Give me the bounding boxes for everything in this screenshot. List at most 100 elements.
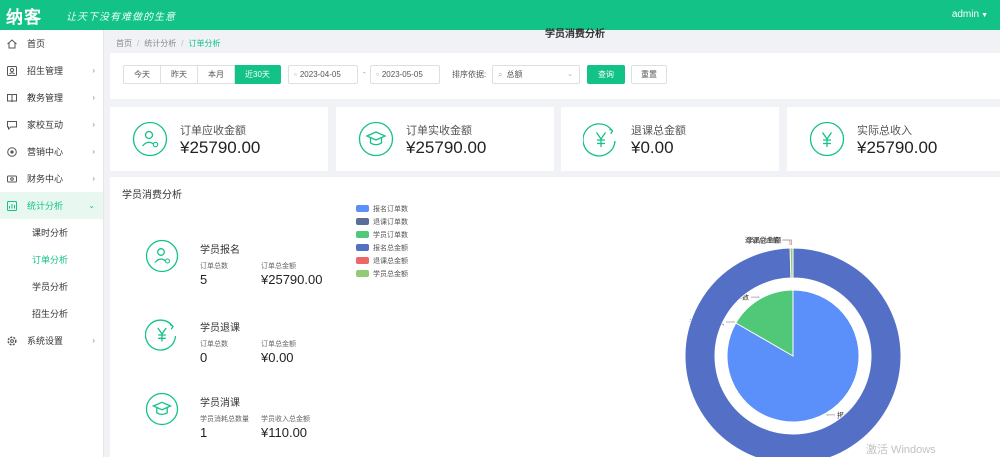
legend-swatch (356, 244, 369, 251)
legend-label: 退课订单数 (373, 218, 408, 226)
range-month-button[interactable]: 本月 (198, 65, 235, 84)
chevron-right-icon: › (92, 174, 95, 183)
sidebar-item-label: 首页 (27, 39, 46, 49)
sidebar-subitem-student-analysis[interactable]: 学员分析 (32, 282, 69, 292)
breadcrumb-home[interactable]: 首页 (116, 39, 132, 48)
stat-value: ¥0.00 (261, 350, 294, 365)
filter-toolbar: 今天 昨天 本月 近30天 ▫2023-04-05 - ▫2023-05-05 … (110, 53, 1000, 99)
label-leader-line (826, 414, 835, 416)
chevron-right-icon: › (92, 120, 95, 129)
card-label: 订单应收金额 (180, 125, 246, 137)
sidebar-subitem-order-analysis[interactable]: 订单分析 (32, 255, 69, 265)
label-leader-line (751, 296, 760, 298)
sidebar-item-label: 营销中心 (27, 147, 64, 157)
sort-select[interactable]: ⌕总额⌄ (492, 65, 580, 84)
user-name: admin (951, 9, 980, 20)
user-plus-icon (6, 65, 18, 77)
sidebar-item-marketing[interactable]: 营销中心 › (0, 138, 103, 165)
stat-title: 学员退课 (200, 323, 240, 334)
sidebar-item-statistics[interactable]: 统计分析 ⌄ (0, 192, 103, 219)
sidebar-item-label: 家校互动 (27, 120, 64, 130)
chart-legend: 报名订单数退课订单数学员订单数报名总金额退课总金额学员总金额 (356, 202, 408, 280)
legend-label: 报名订单数 (373, 205, 408, 213)
start-date-input[interactable]: ▫2023-04-05 (288, 65, 358, 84)
chart-title: 学员消费分析 (545, 29, 605, 40)
card-receivable-amount: 订单应收金额 ¥25790.00 (110, 107, 328, 171)
sidebar-subitem-enrollment-analysis[interactable]: 招生分析 (32, 309, 69, 319)
range-today-button[interactable]: 今天 (123, 65, 161, 84)
outer-slice[interactable] (684, 247, 902, 457)
chevron-right-icon: › (92, 147, 95, 156)
legend-swatch (356, 270, 369, 277)
legend-item[interactable]: 报名总金额 (356, 241, 408, 254)
stat-title: 学员消课 (200, 398, 240, 409)
sidebar-item-home-school[interactable]: 家校互动 › (0, 111, 103, 138)
stat-value: ¥25790.00 (261, 272, 323, 287)
sidebar-item-label: 系统设置 (27, 336, 64, 346)
sidebar-item-finance[interactable]: 财务中心 › (0, 165, 103, 192)
top-bar: 纳客 让天下没有难做的生意 admin▼ (0, 0, 1000, 30)
label-leader-line (783, 239, 792, 246)
search-button[interactable]: 查询 (587, 65, 625, 84)
logo: 纳客 (6, 8, 42, 28)
stat-key: 订单总数 (200, 341, 228, 348)
stat-key: 学员消耗总数量 (200, 416, 249, 423)
sort-label: 排序依据: (452, 70, 487, 79)
sidebar-subitem-lesson-analysis[interactable]: 课时分析 (32, 228, 69, 238)
user-money-icon (132, 121, 168, 157)
book-icon (6, 92, 18, 104)
card-received-amount: 订单实收金额 ¥25790.00 (336, 107, 554, 171)
card-label: 订单实收金额 (406, 125, 472, 137)
slice-label: 退课总金额 (745, 236, 780, 245)
yen-icon (583, 123, 616, 157)
outer-slice[interactable] (789, 247, 794, 279)
chart-icon (6, 200, 18, 212)
stat-key: 学员收入总金额 (261, 416, 310, 423)
chevron-right-icon: › (92, 66, 95, 75)
legend-swatch (356, 231, 369, 238)
legend-label: 报名总金额 (373, 244, 408, 252)
label-leader-line (781, 239, 791, 246)
card-value: ¥25790.00 (406, 138, 487, 157)
slogan: 让天下没有难做的生意 (66, 12, 176, 23)
card-label: 实际总收入 (857, 125, 912, 137)
legend-label: 退课总金额 (373, 257, 408, 265)
legend-item[interactable]: 退课订单数 (356, 215, 408, 228)
card-actual-income: 实际总收入 ¥25790.00 (787, 107, 1000, 171)
sidebar-item-enrollment[interactable]: 招生管理 › (0, 57, 103, 84)
range-30-days-button[interactable]: 近30天 (235, 65, 281, 84)
breadcrumb: 首页/统计分析/订单分析 (116, 39, 221, 48)
breadcrumb-parent[interactable]: 统计分析 (144, 39, 177, 48)
chevron-right-icon: › (92, 336, 95, 345)
stat-key: 订单总金额 (261, 263, 296, 270)
yen-icon (145, 319, 177, 351)
stat-title: 学员报名 (200, 245, 240, 256)
legend-swatch (356, 205, 369, 212)
end-date-input[interactable]: ▫2023-05-05 (370, 65, 440, 84)
stat-key: 订单总数 (200, 263, 228, 270)
date-range-tabs: 今天 昨天 本月 近30天 (123, 65, 281, 84)
sidebar-item-label: 财务中心 (27, 174, 64, 184)
legend-item[interactable]: 报名订单数 (356, 202, 408, 215)
stat-value: 0 (200, 350, 208, 365)
home-icon (6, 38, 18, 50)
legend-item[interactable]: 学员总金额 (356, 267, 408, 280)
card-value: ¥25790.00 (857, 138, 938, 157)
gear-icon (6, 335, 18, 347)
breadcrumb-current: 订单分析 (188, 39, 221, 48)
card-value: ¥25790.00 (180, 138, 261, 157)
user-menu[interactable]: admin▼ (952, 9, 988, 20)
stat-value: 1 (200, 425, 208, 440)
sidebar-item-settings[interactable]: 系统设置 › (0, 327, 103, 354)
inner-slice[interactable] (735, 289, 794, 357)
label-leader-line (726, 321, 736, 323)
legend-item[interactable]: 学员订单数 (356, 228, 408, 241)
sidebar-item-home[interactable]: 首页 (0, 30, 103, 57)
reset-button[interactable]: 重置 (631, 65, 667, 84)
stat-key: 订单总金额 (261, 341, 296, 348)
legend-item[interactable]: 退课总金额 (356, 254, 408, 267)
sidebar-item-academic[interactable]: 教务管理 › (0, 84, 103, 111)
range-yesterday-button[interactable]: 昨天 (161, 65, 198, 84)
card-value: ¥0.00 (631, 138, 674, 157)
student-consumption-panel: 学员消费分析 学员报名 订单总数 订单总金额 5 ¥25790.00 学员退课 … (110, 177, 1000, 457)
